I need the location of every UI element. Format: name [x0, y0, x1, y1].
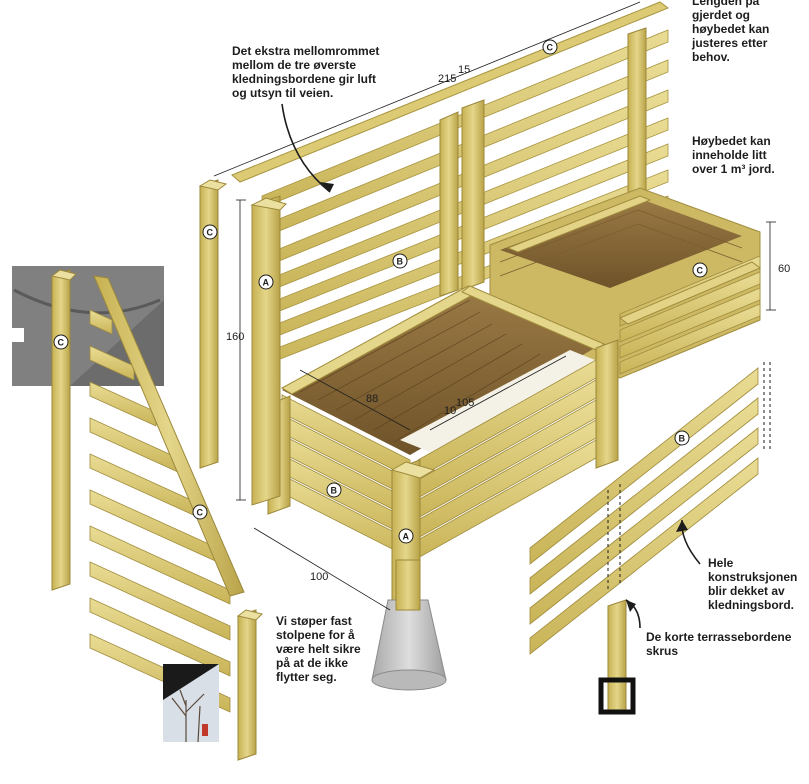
diagonal-brace-c	[93, 275, 245, 597]
loose-short-post	[236, 609, 263, 761]
svg-text:A: A	[403, 532, 410, 542]
dim-10: 10	[444, 405, 456, 417]
tag-c-post: C	[202, 224, 218, 240]
back-fence	[231, 1, 670, 367]
svg-text:A: A	[263, 278, 270, 288]
dim-215: 215	[438, 73, 456, 85]
tag-b-boards: B	[674, 430, 690, 446]
bed-left-box-interior	[282, 288, 600, 455]
svg-text:C: C	[697, 266, 704, 276]
loose-post-c	[198, 179, 228, 469]
note-extra-gap: Det ekstra mellomrommet mellom de tre øv…	[232, 44, 380, 100]
bed-corner-posts	[251, 195, 619, 621]
arrow-heads	[320, 182, 688, 612]
tag-c-standalone: C	[53, 334, 69, 350]
standalone-post-c	[50, 269, 77, 591]
dim-105: 105	[456, 397, 474, 409]
svg-text:C: C	[197, 508, 204, 518]
dim-100: 100	[310, 571, 328, 583]
svg-text:B: B	[331, 486, 338, 496]
svg-text:B: B	[679, 434, 686, 444]
note-soil-volume: Høybedet kan inneholde litt over 1 m³ jo…	[692, 134, 775, 176]
part-tags: C C A B C C B A C B	[53, 39, 708, 544]
raised-bed	[250, 187, 761, 621]
note-short-boards-screwed: De korte terrassebordene skrus	[646, 630, 792, 658]
tag-a-fence: A	[258, 274, 274, 290]
svg-text:B: B	[397, 257, 404, 267]
note-cladding-cover: Hele konstruksjonen blir dekket av kledn…	[708, 556, 798, 612]
tag-c-diagonal: C	[192, 504, 208, 520]
tag-c-bed: C	[692, 262, 708, 278]
dim-60: 60	[778, 263, 790, 275]
dim-160: 160	[226, 331, 244, 343]
svg-text:C: C	[207, 228, 214, 238]
note-length-adjustable: Lengden på gjerdet og høybedet kan juste…	[692, 0, 770, 64]
tree-photo	[163, 664, 219, 743]
dim-88: 88	[366, 393, 378, 405]
short-post-with-bracket	[598, 599, 636, 715]
svg-text:C: C	[547, 43, 554, 53]
tag-b-bed: B	[326, 482, 342, 498]
fence-top-cap-board	[231, 1, 670, 183]
note-cast-posts: Vi støper fast stolpene for å være helt …	[276, 614, 361, 684]
cladding-boards-b	[529, 367, 759, 655]
concrete-footing	[371, 559, 447, 691]
tag-a-bed: A	[398, 528, 414, 544]
bed-right-cap-board-side	[619, 261, 761, 325]
bed-left-front-wall	[281, 394, 411, 559]
tag-b-fence: B	[392, 253, 408, 269]
svg-text:C: C	[58, 338, 65, 348]
tag-c-top: C	[542, 39, 558, 55]
cladding-dashed-guides	[607, 362, 771, 592]
bed-right-cap-board	[506, 195, 652, 253]
bed-right-box-interior	[500, 198, 742, 288]
fence-posts	[439, 27, 647, 297]
dimension-lines	[213, 1, 776, 611]
dim-15: 15	[458, 64, 470, 76]
bed-left-side-wall	[417, 359, 597, 559]
